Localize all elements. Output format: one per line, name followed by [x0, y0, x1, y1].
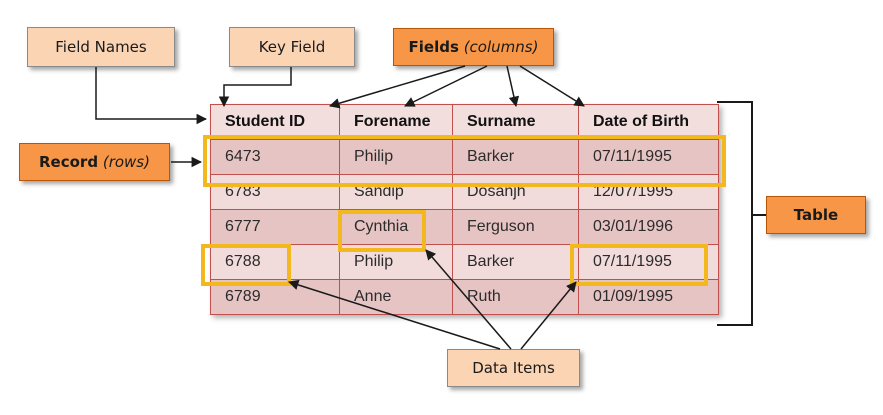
- record-label: Record: [39, 153, 99, 171]
- fields-arrow-date-of-birth: [519, 65, 585, 107]
- fields-label: Fields: [408, 38, 459, 56]
- cell-student-id: 6473: [210, 139, 340, 175]
- student-table: Student ID Forename Surname Date of Birt…: [210, 104, 719, 315]
- record-callout: Record (rows): [19, 143, 170, 181]
- cell-student-id: 6788: [210, 244, 340, 280]
- table-row: 6789 Anne Ruth 01/09/1995: [210, 279, 719, 315]
- cell-surname: Barker: [452, 139, 579, 175]
- cell-forename: Philip: [339, 139, 453, 175]
- field-names-arrow: [95, 67, 208, 125]
- data-items-callout: Data Items: [447, 349, 580, 387]
- cell-date-of-birth: 12/07/1995: [578, 174, 719, 210]
- cell-student-id: 6789: [210, 279, 340, 315]
- data-items-label: Data Items: [472, 359, 555, 377]
- header-surname: Surname: [452, 104, 579, 140]
- cell-forename: Cynthia: [339, 209, 453, 245]
- cell-surname: Barker: [452, 244, 579, 280]
- cell-date-of-birth: 03/01/1996: [578, 209, 719, 245]
- key-field-callout: Key Field: [229, 27, 355, 67]
- cell-forename: Sandip: [339, 174, 453, 210]
- cell-date-of-birth: 07/11/1995: [578, 139, 719, 175]
- cell-student-id: 6777: [210, 209, 340, 245]
- cell-surname: Ruth: [452, 279, 579, 315]
- table-header-row: Student ID Forename Surname Date of Birt…: [210, 104, 719, 140]
- fields-arrow-student-id: [328, 65, 466, 109]
- table-row: 6788 Philip Barker 07/11/1995: [210, 244, 719, 280]
- cell-date-of-birth: 07/11/1995: [578, 244, 719, 280]
- header-student-id: Student ID: [210, 104, 340, 140]
- key-field-arrow: [218, 67, 292, 108]
- field-names-label: Field Names: [55, 38, 147, 56]
- fields-arrow-forename: [404, 65, 488, 107]
- cell-surname: Ferguson: [452, 209, 579, 245]
- cell-student-id: 6783: [210, 174, 340, 210]
- cell-forename: Philip: [339, 244, 453, 280]
- fields-callout: Fields (columns): [393, 28, 554, 66]
- key-field-label: Key Field: [258, 38, 326, 56]
- table-row: 6777 Cynthia Ferguson 03/01/1996: [210, 209, 719, 245]
- record-sublabel: (rows): [102, 153, 150, 171]
- field-names-callout: Field Names: [27, 27, 175, 67]
- table-row: 6473 Philip Barker 07/11/1995: [210, 139, 719, 175]
- fields-arrow-surname: [506, 65, 520, 108]
- table-callout: Table: [766, 196, 866, 234]
- cell-forename: Anne: [339, 279, 453, 315]
- header-date-of-birth: Date of Birth: [578, 104, 719, 140]
- cell-surname: Dosanjh: [452, 174, 579, 210]
- table-bracket: [717, 101, 753, 326]
- fields-sublabel: (columns): [463, 38, 539, 56]
- table-row: 6783 Sandip Dosanjh 12/07/1995: [210, 174, 719, 210]
- header-forename: Forename: [339, 104, 453, 140]
- cell-date-of-birth: 01/09/1995: [578, 279, 719, 315]
- table-label: Table: [793, 206, 839, 224]
